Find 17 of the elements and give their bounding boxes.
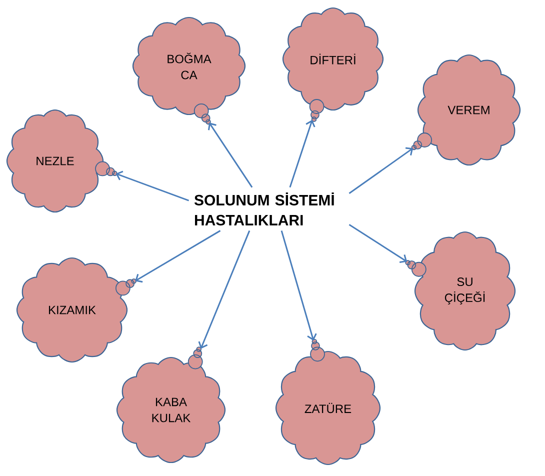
cloud-callout: DİFTERİ [282, 7, 384, 122]
arrow [348, 224, 408, 264]
cloud-callout: KIZAMIK [16, 257, 136, 363]
cloud-callout: NEZLE [6, 109, 118, 213]
arrow [135, 230, 221, 283]
topic-label: SOLUNUM SİSTEMİ HASTALIKLARI [194, 192, 334, 226]
arrow [280, 230, 317, 341]
arrow [198, 230, 250, 349]
cloud-callout: BOĞMA CA [132, 16, 246, 125]
cloud-callout: VEREM [411, 54, 521, 166]
arrow [289, 120, 316, 188]
cloud-callout: SU ÇİÇEĞİ [405, 231, 516, 351]
arrow [116, 170, 190, 202]
arrow [348, 147, 414, 194]
cloud-callout: ZATÜRE [275, 338, 381, 466]
cloud-callout: KABA KULAK [116, 346, 226, 464]
arrow [208, 122, 253, 188]
